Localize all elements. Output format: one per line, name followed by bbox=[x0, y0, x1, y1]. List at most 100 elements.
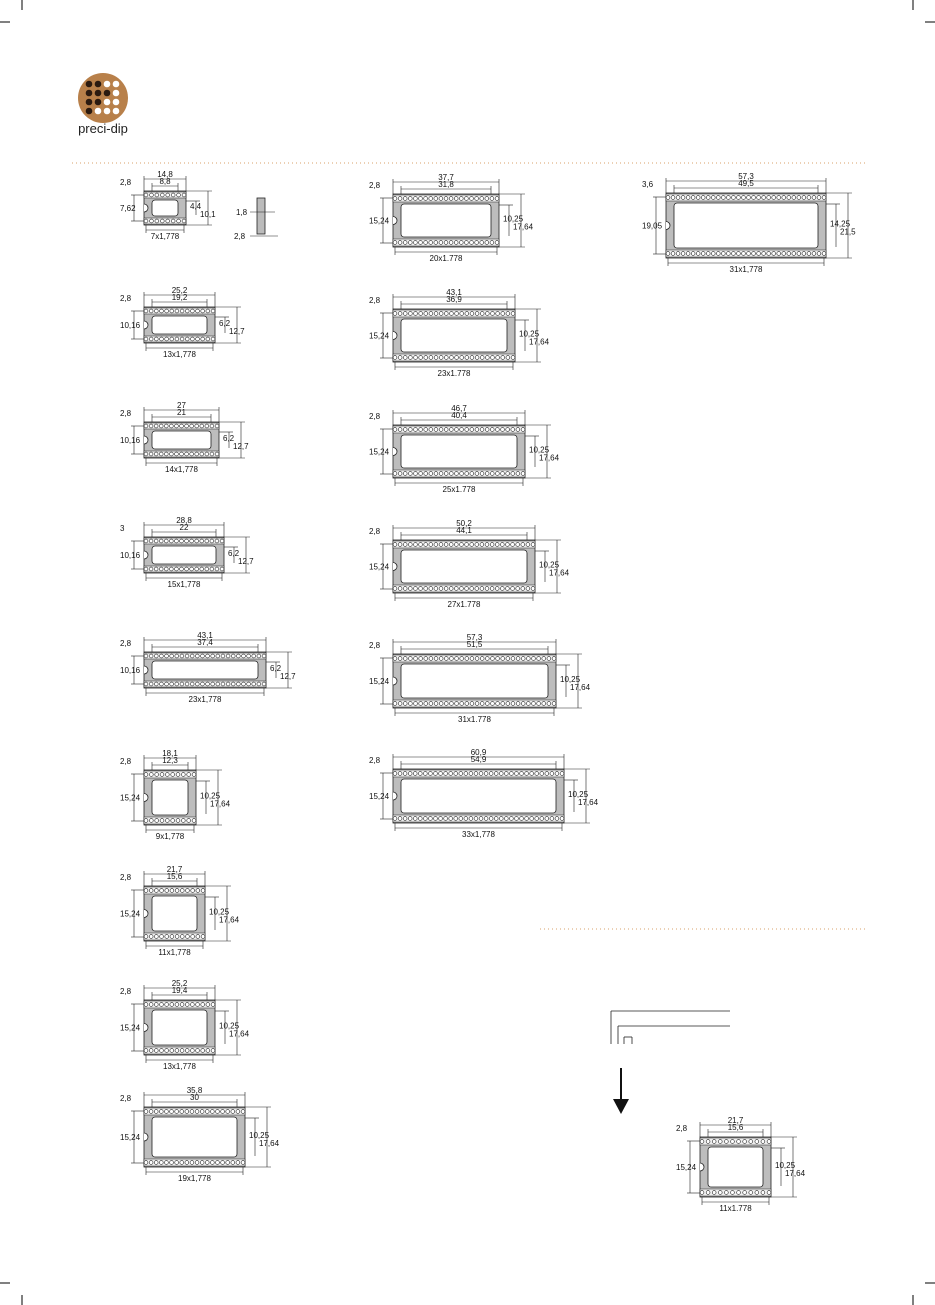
pin-contact bbox=[230, 1109, 235, 1114]
pin-contact bbox=[448, 816, 453, 821]
pin-contact bbox=[423, 196, 428, 201]
pin-contact bbox=[392, 586, 398, 591]
pin-contact bbox=[159, 1002, 164, 1007]
pin-contact bbox=[806, 251, 812, 256]
label-edge-offset: 2,8 bbox=[369, 181, 381, 190]
label-overall-width: 50,2 bbox=[456, 519, 472, 528]
pin-contact bbox=[200, 336, 205, 342]
pin-contact bbox=[690, 251, 696, 256]
label-inner-width: 51,5 bbox=[467, 640, 483, 649]
socket-window bbox=[151, 1009, 208, 1046]
pin-contact bbox=[742, 1190, 747, 1195]
pin-contact bbox=[403, 586, 408, 591]
socket-window bbox=[151, 660, 259, 680]
label-inner-width: 36,9 bbox=[446, 295, 462, 304]
pin-contact bbox=[454, 471, 459, 476]
logo-dot bbox=[112, 80, 120, 88]
pin-contact bbox=[403, 427, 408, 432]
pin-contact bbox=[423, 656, 428, 661]
label-row-spacing: 15,24 bbox=[369, 677, 390, 686]
pin-contact bbox=[433, 471, 439, 476]
pin-contact bbox=[510, 427, 515, 432]
pin-contact bbox=[746, 251, 751, 256]
pin-contact bbox=[200, 653, 205, 659]
label-overall-height: 17,64 bbox=[513, 223, 534, 232]
pin-contact bbox=[397, 471, 403, 476]
pin-contact bbox=[515, 542, 520, 547]
pin-contact bbox=[821, 251, 827, 256]
pin-contact bbox=[746, 195, 751, 200]
pin-contact bbox=[184, 451, 189, 457]
pin-contact bbox=[235, 1109, 241, 1114]
pin-contact bbox=[423, 471, 428, 476]
pin-contact bbox=[670, 195, 676, 200]
pin-contact bbox=[413, 586, 418, 591]
pin-contact bbox=[469, 427, 474, 432]
pin-contact bbox=[159, 308, 164, 314]
pin-contact bbox=[454, 427, 459, 432]
pin-contact bbox=[500, 586, 505, 591]
label-edge-offset: 2,8 bbox=[369, 641, 381, 650]
label-row-spacing: 15,24 bbox=[369, 792, 390, 801]
pin-contact bbox=[816, 251, 822, 256]
pin-contact bbox=[495, 586, 500, 591]
label-window-height: 10,25 bbox=[209, 908, 230, 917]
pin-contact bbox=[716, 251, 721, 256]
label-pitch: 11x1.778 bbox=[719, 1204, 752, 1213]
pin-contact bbox=[200, 934, 206, 939]
pin-contact bbox=[726, 251, 731, 256]
pin-contact bbox=[821, 195, 827, 200]
pin-contact bbox=[670, 251, 676, 256]
pin-contact bbox=[179, 308, 185, 314]
label-inner-width: 37,4 bbox=[197, 638, 213, 647]
label-inner-width: 19,4 bbox=[172, 986, 188, 995]
pin-contact bbox=[200, 888, 206, 893]
pin-contact bbox=[480, 311, 485, 316]
pin-contact bbox=[423, 701, 428, 706]
pin-contact bbox=[454, 656, 459, 661]
pin-contact bbox=[438, 542, 444, 547]
pin-contact bbox=[200, 308, 205, 314]
pin-contact bbox=[164, 653, 169, 659]
pin-contact bbox=[408, 656, 413, 661]
pin-contact bbox=[190, 888, 195, 893]
pin-contact bbox=[241, 681, 246, 687]
pin-contact bbox=[184, 653, 190, 659]
pin-contact bbox=[485, 355, 490, 360]
pin-contact bbox=[189, 538, 194, 544]
pin-contact bbox=[159, 934, 164, 939]
pin-contact bbox=[510, 542, 515, 547]
pin-contact bbox=[736, 251, 741, 256]
pin-contact bbox=[143, 934, 149, 939]
pin-contact bbox=[143, 772, 149, 777]
pin-contact bbox=[791, 195, 797, 200]
pin-contact bbox=[143, 336, 149, 342]
label-row-spacing: 10,16 bbox=[120, 321, 141, 330]
pin-contact bbox=[174, 1160, 179, 1165]
pin-contact bbox=[736, 1190, 741, 1195]
pin-contact bbox=[428, 311, 434, 316]
label-window-height: 10,25 bbox=[539, 561, 560, 570]
pin-1-notch bbox=[699, 1162, 705, 1172]
pin-contact bbox=[174, 888, 180, 893]
label-edge-offset: 2,8 bbox=[120, 987, 132, 996]
pin-contact bbox=[181, 772, 186, 777]
pin-contact bbox=[191, 772, 197, 777]
pin-contact bbox=[796, 195, 802, 200]
pin-contact bbox=[184, 681, 190, 687]
pin-contact bbox=[190, 308, 195, 314]
pin-contact bbox=[505, 355, 511, 360]
pin-contact bbox=[786, 251, 791, 256]
pin-contact bbox=[519, 771, 524, 776]
pin-1-notch bbox=[143, 550, 149, 560]
pin-contact bbox=[408, 311, 413, 316]
pin-contact bbox=[205, 1002, 211, 1007]
pin-contact bbox=[485, 311, 490, 316]
pin-contact bbox=[479, 196, 484, 201]
pin-contact bbox=[174, 566, 179, 572]
pin-contact bbox=[449, 471, 454, 476]
pin-contact bbox=[433, 701, 439, 706]
pin-contact bbox=[174, 653, 179, 659]
